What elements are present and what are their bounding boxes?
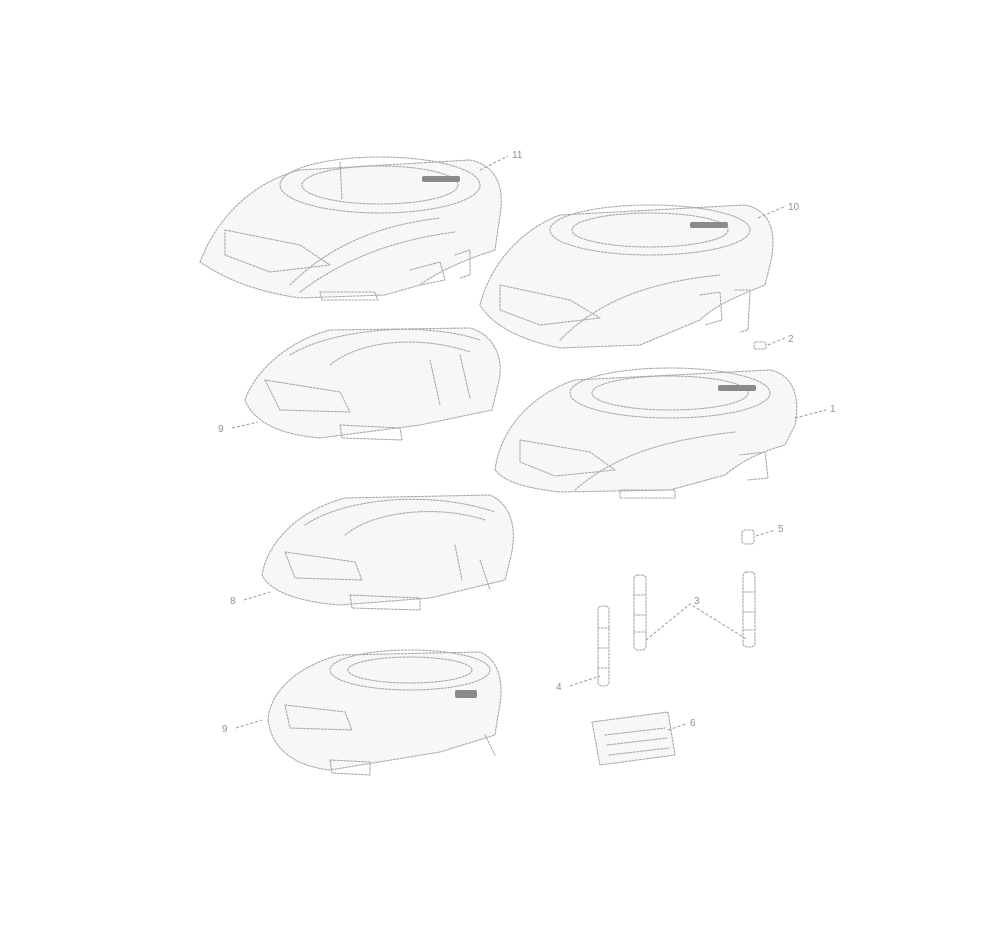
leader-lines <box>231 155 827 731</box>
part-vent-6 <box>591 711 676 766</box>
part-cap-5 <box>741 529 755 545</box>
part-shroud-8 <box>261 494 514 611</box>
part-clip-2 <box>753 341 767 350</box>
part-shroud-9-upper <box>244 327 501 441</box>
part-shroud-9-lower <box>267 649 502 776</box>
callout-11: 11 <box>512 150 523 161</box>
callout-4: 4 <box>556 682 562 693</box>
callout-2: 2 <box>788 334 794 345</box>
part-screws-3 <box>633 571 756 651</box>
part-shroud-1 <box>494 367 798 499</box>
callout-9-lower: 9 <box>222 724 228 735</box>
callout-5: 5 <box>778 524 784 535</box>
callout-8: 8 <box>230 596 236 607</box>
part-shroud-11 <box>199 156 502 301</box>
callout-1: 1 <box>830 404 836 415</box>
callout-9-upper: 9 <box>218 424 224 435</box>
callout-10: 10 <box>788 202 800 213</box>
callout-3: 3 <box>694 596 700 607</box>
part-shroud-10 <box>479 204 774 349</box>
callout-6: 6 <box>690 718 696 729</box>
part-screw-4 <box>597 605 610 687</box>
